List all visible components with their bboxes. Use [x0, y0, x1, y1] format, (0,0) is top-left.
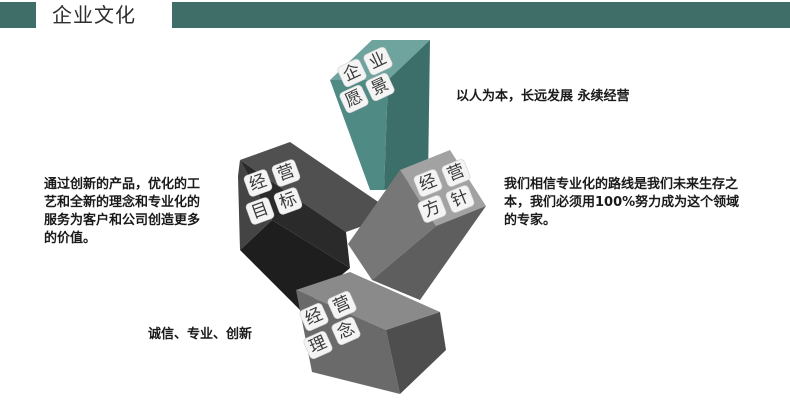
target-text-line: 服务为客户和公司创造更多 — [44, 213, 201, 228]
svg-text:营: 营 — [330, 292, 354, 317]
svg-text:企: 企 — [340, 60, 364, 85]
vision-text: 以人为本，长远发展 永续经营 — [456, 89, 630, 104]
vision-chips: 企 业 愿 景 — [337, 46, 395, 114]
svg-text:目: 目 — [249, 199, 272, 224]
svg-text:针: 针 — [448, 187, 471, 212]
concept-chips: 经 营 理 念 — [299, 291, 361, 359]
svg-text:方: 方 — [420, 197, 443, 222]
policy-chips: 经 营 方 针 — [413, 159, 475, 223]
svg-text:景: 景 — [368, 74, 392, 99]
policy-text-line: 的专家。 — [504, 213, 557, 228]
policy-text: 我们相信专业化的路线是我们未来生存之 本，我们必须用100%努力成为这个领域 的… — [504, 176, 784, 230]
policy-text-line: 本，我们必须用100%努力成为这个领域 — [504, 195, 740, 210]
svg-text:经: 经 — [247, 171, 270, 196]
svg-text:经: 经 — [302, 304, 326, 329]
svg-text:标: 标 — [277, 189, 300, 214]
header-accent-right — [172, 2, 790, 28]
page-title: 企业文化 — [52, 3, 136, 27]
concept-text: 诚信、专业、创新 — [148, 327, 253, 342]
svg-text:营: 营 — [444, 161, 467, 186]
policy-text-line: 我们相信专业化的路线是我们未来生存之 — [504, 177, 739, 192]
target-text: 通过创新的产品，优化的工 艺和全新的理念和专业化的 服务为客户和公司创造更多 的… — [44, 176, 244, 248]
header-accent-left — [0, 2, 36, 28]
target-chips: 经 营 目 标 — [243, 159, 303, 225]
svg-text:营: 营 — [275, 161, 298, 186]
svg-text:经: 经 — [416, 171, 439, 196]
svg-text:业: 业 — [366, 48, 390, 73]
target-text-line: 的价值。 — [44, 231, 97, 246]
target-text-line: 通过创新的产品，优化的工 — [44, 177, 201, 192]
target-text-line: 艺和全新的理念和专业化的 — [44, 195, 201, 210]
svg-text:理: 理 — [306, 332, 330, 357]
svg-text:愿: 愿 — [342, 86, 366, 111]
